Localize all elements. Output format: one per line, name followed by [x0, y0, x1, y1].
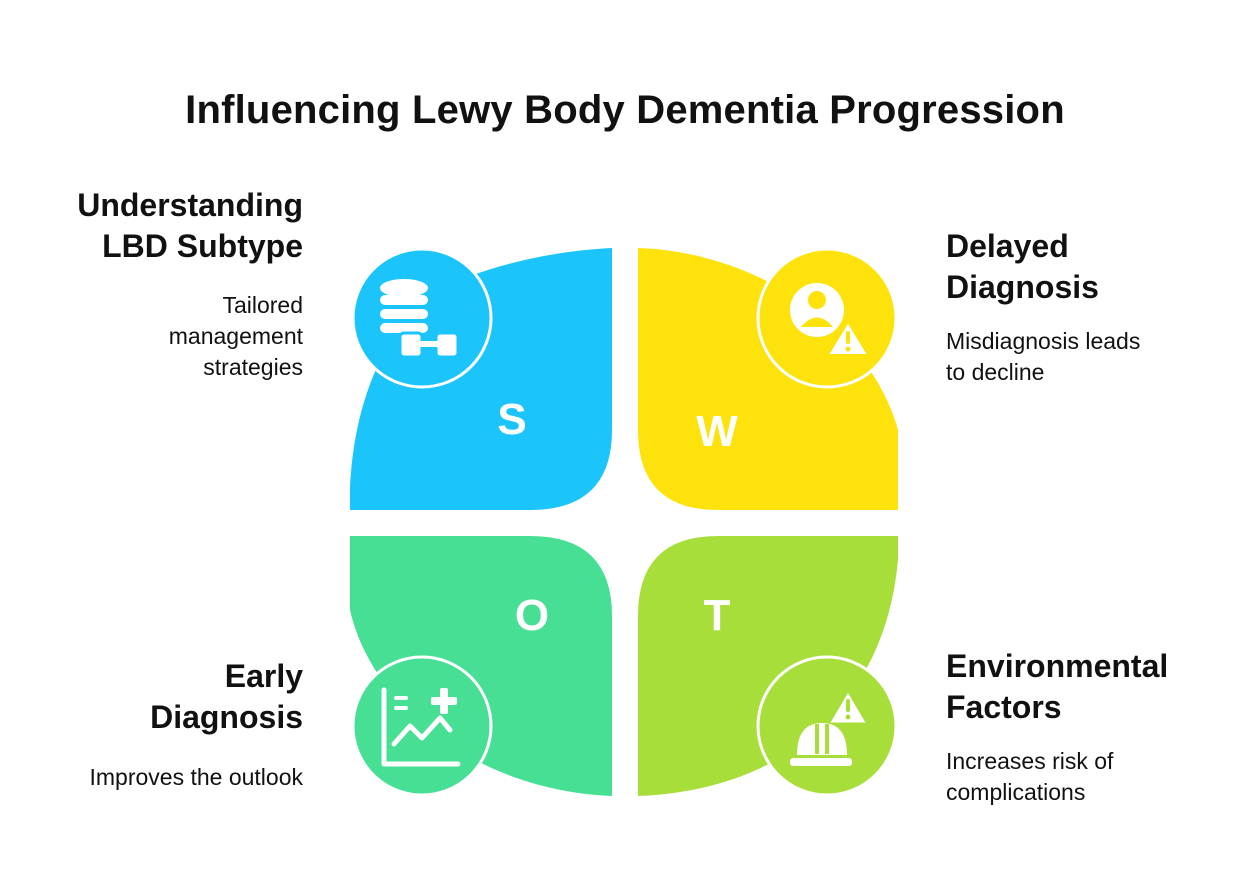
strengths-desc-line-1: Tailored: [222, 292, 303, 318]
strengths-desc-line-2: management: [168, 323, 303, 349]
threats-description: Increases risk of complications: [946, 746, 1113, 808]
weaknesses-desc-line-2: to decline: [946, 359, 1045, 385]
opportunities-desc-line-1: Improves the outlook: [89, 764, 303, 790]
quadrant-threats: [638, 536, 898, 796]
weaknesses-heading-line-1: Delayed: [946, 228, 1069, 264]
opportunities-heading-line-1: Early: [224, 658, 303, 694]
weaknesses-desc-line-1: Misdiagnosis leads: [946, 328, 1141, 354]
threats-heading-line-2: Factors: [946, 689, 1062, 725]
threats-heading-line-1: Environmental: [946, 648, 1169, 684]
opportunities-heading: Early Diagnosis: [150, 656, 303, 738]
diagram-title: Influencing Lewy Body Dementia Progressi…: [185, 88, 1065, 132]
opportunities-description: Improves the outlook: [89, 762, 303, 793]
opportunities-heading-line-2: Diagnosis: [150, 699, 303, 735]
weaknesses-heading: Delayed Diagnosis: [946, 226, 1099, 308]
strengths-heading: Understanding LBD Subtype: [77, 185, 303, 267]
medical-chart-icon: [351, 655, 493, 797]
weaknesses-heading-line-2: Diagnosis: [946, 269, 1099, 305]
weaknesses-description: Misdiagnosis leads to decline: [946, 326, 1140, 388]
strengths-heading-line-2: LBD Subtype: [102, 228, 303, 264]
letter-t: T: [704, 591, 731, 640]
threats-desc-line-2: complications: [946, 779, 1086, 805]
quadrant-opportunities: [350, 536, 612, 796]
database-network-icon: [351, 247, 493, 389]
letter-s: S: [497, 395, 526, 444]
strengths-desc-line-3: strategies: [203, 354, 303, 380]
threats-heading: Environmental Factors: [946, 646, 1168, 728]
hardhat-warning-icon: [756, 655, 898, 797]
quadrant-weaknesses: [638, 248, 898, 510]
strengths-heading-line-1: Understanding: [77, 187, 303, 223]
user-warning-icon: [756, 247, 898, 389]
letter-o: O: [515, 591, 549, 640]
letter-w: W: [696, 407, 738, 456]
strengths-description: Tailored management strategies: [169, 290, 303, 383]
threats-desc-line-1: Increases risk of: [946, 748, 1114, 774]
